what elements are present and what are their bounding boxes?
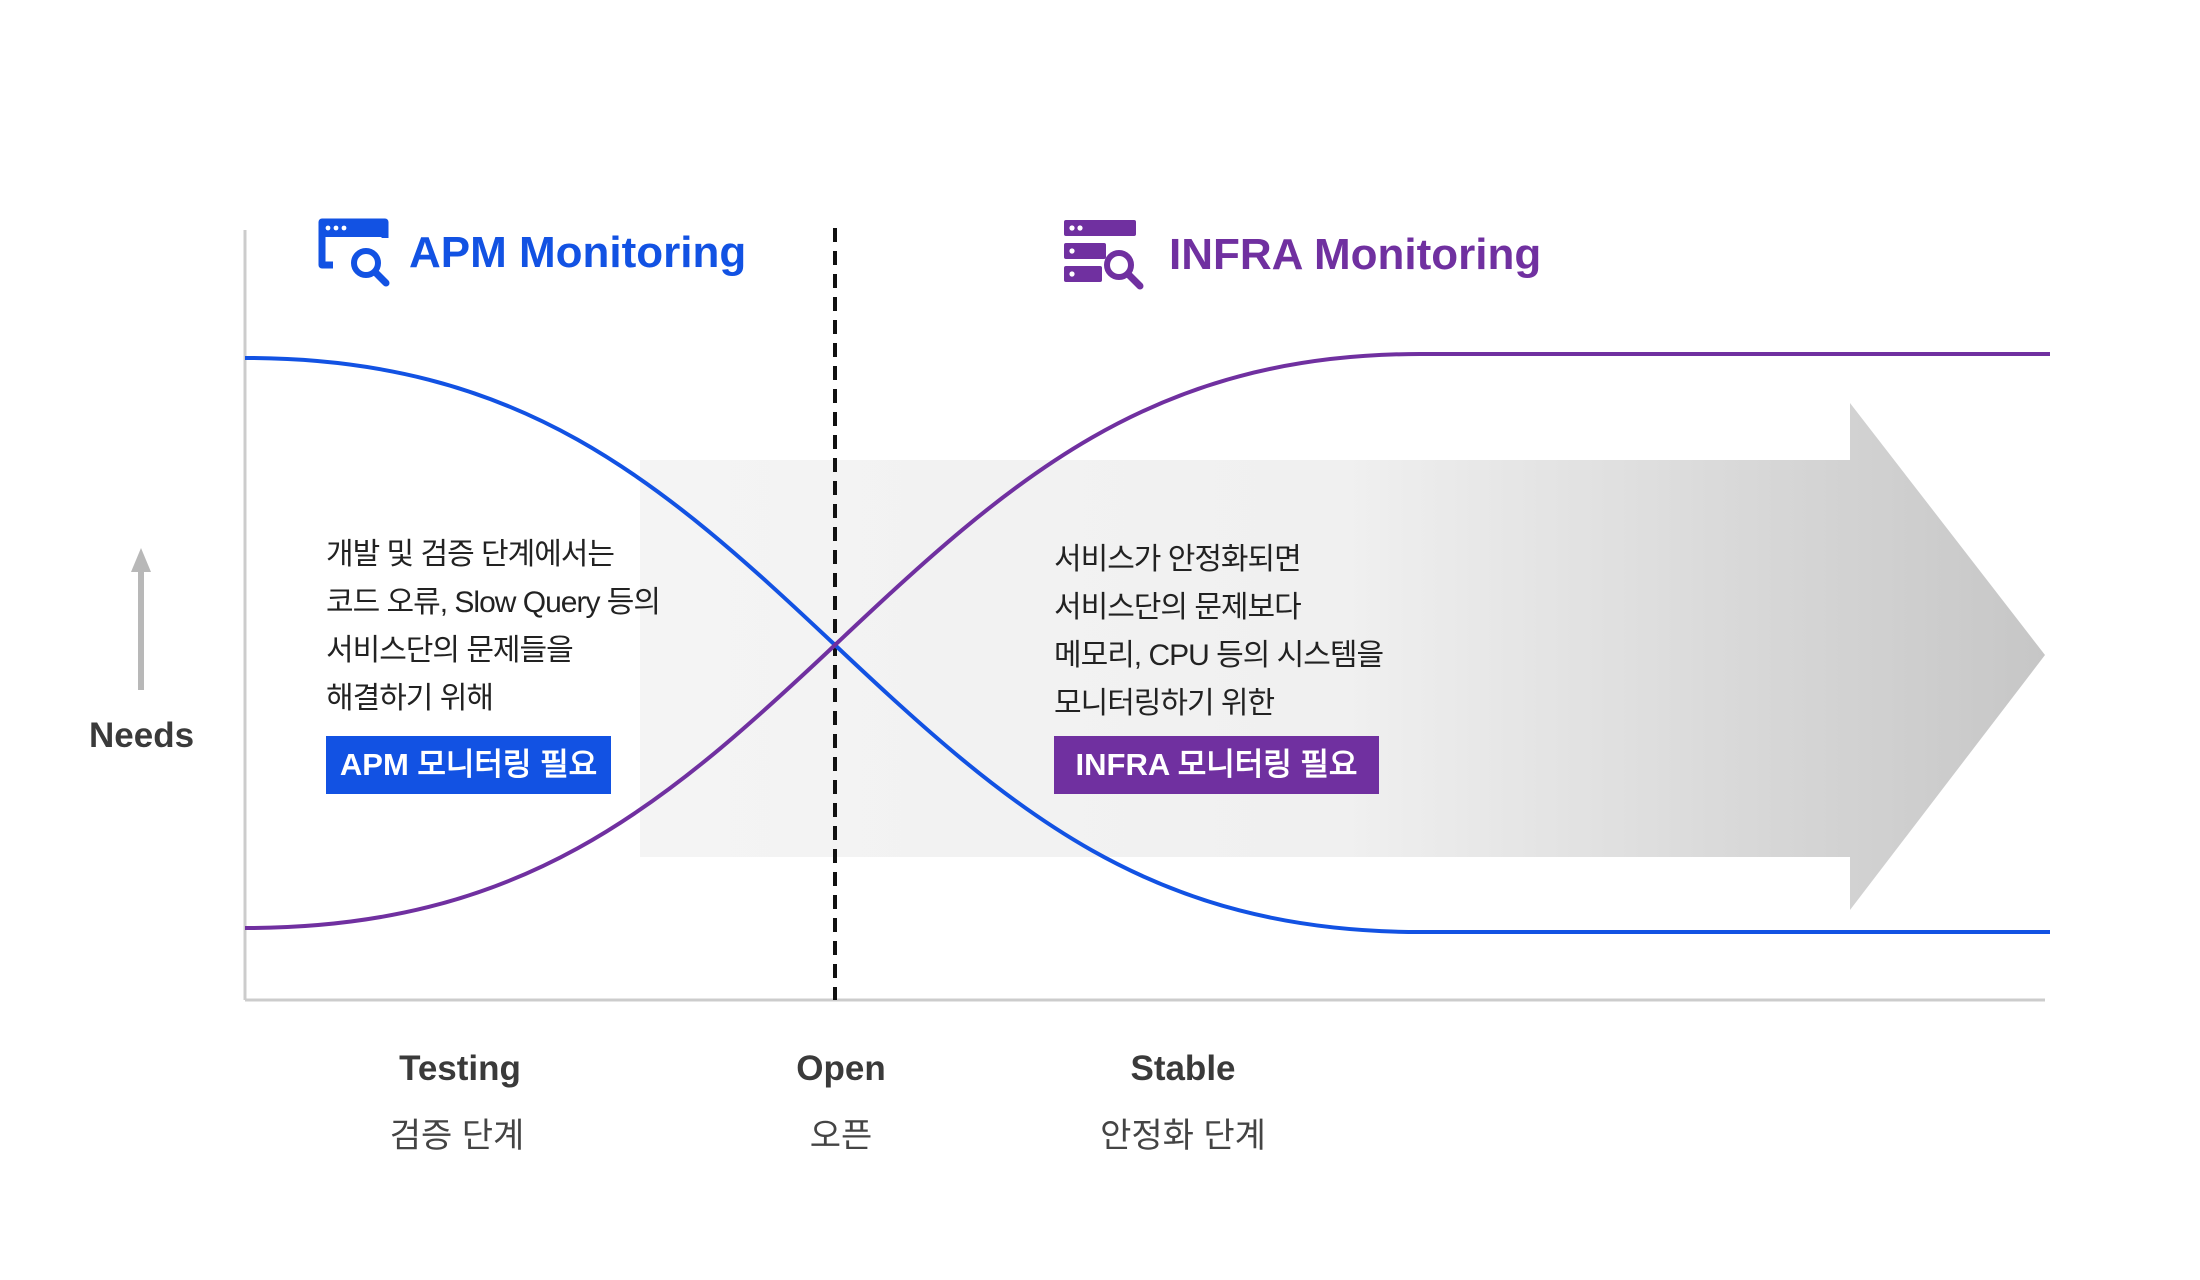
stage-open-sublabel: 오픈: [809, 1117, 873, 1155]
infra-need-curve: [244, 352, 2050, 930]
apm-description-line: 서비스단의 문제들을: [326, 634, 574, 667]
infra-required-badge: INFRA 모니터링 필요: [1054, 736, 1379, 794]
stage-testing-sublabel: 검증 단계: [389, 1117, 525, 1155]
apm-required-badge: APM 모니터링 필요: [326, 736, 611, 794]
y-axis-label: Needs: [89, 716, 195, 755]
infra-description: 서비스가 안정화되면 서비스단의 문제보다 메모리, CPU 등의 시스템을 모…: [1054, 536, 1384, 728]
infra-monitoring-title: INFRA Monitoring: [1169, 230, 1542, 279]
stage-stable-label: Stable: [1130, 1049, 1236, 1088]
infra-description-line: 메모리, CPU 등의 시스템을: [1054, 639, 1384, 672]
stage-stable-sublabel: 안정화 단계: [1100, 1117, 1266, 1155]
server-search-icon: [1064, 220, 1144, 290]
apm-description-line: 해결하기 위해: [326, 682, 494, 715]
infra-description-line: 서비스단의 문제보다: [1054, 591, 1302, 624]
apm-description: 개발 및 검증 단계에서는 코드 오류, Slow Query 등의 서비스단의…: [326, 531, 661, 723]
needs-up-arrow: [131, 548, 151, 690]
stage-testing-label: Testing: [399, 1049, 521, 1088]
stage-open-label: Open: [796, 1049, 886, 1088]
apm-description-line: 개발 및 검증 단계에서는: [326, 538, 615, 571]
apm-description-line: 코드 오류, Slow Query 등의: [326, 586, 661, 619]
infra-description-line: 서비스가 안정화되면: [1054, 543, 1302, 576]
infra-description-line: 모니터링하기 위한: [1054, 687, 1275, 720]
apm-monitoring-title: APM Monitoring: [409, 228, 747, 277]
browser-search-icon: [318, 218, 390, 287]
